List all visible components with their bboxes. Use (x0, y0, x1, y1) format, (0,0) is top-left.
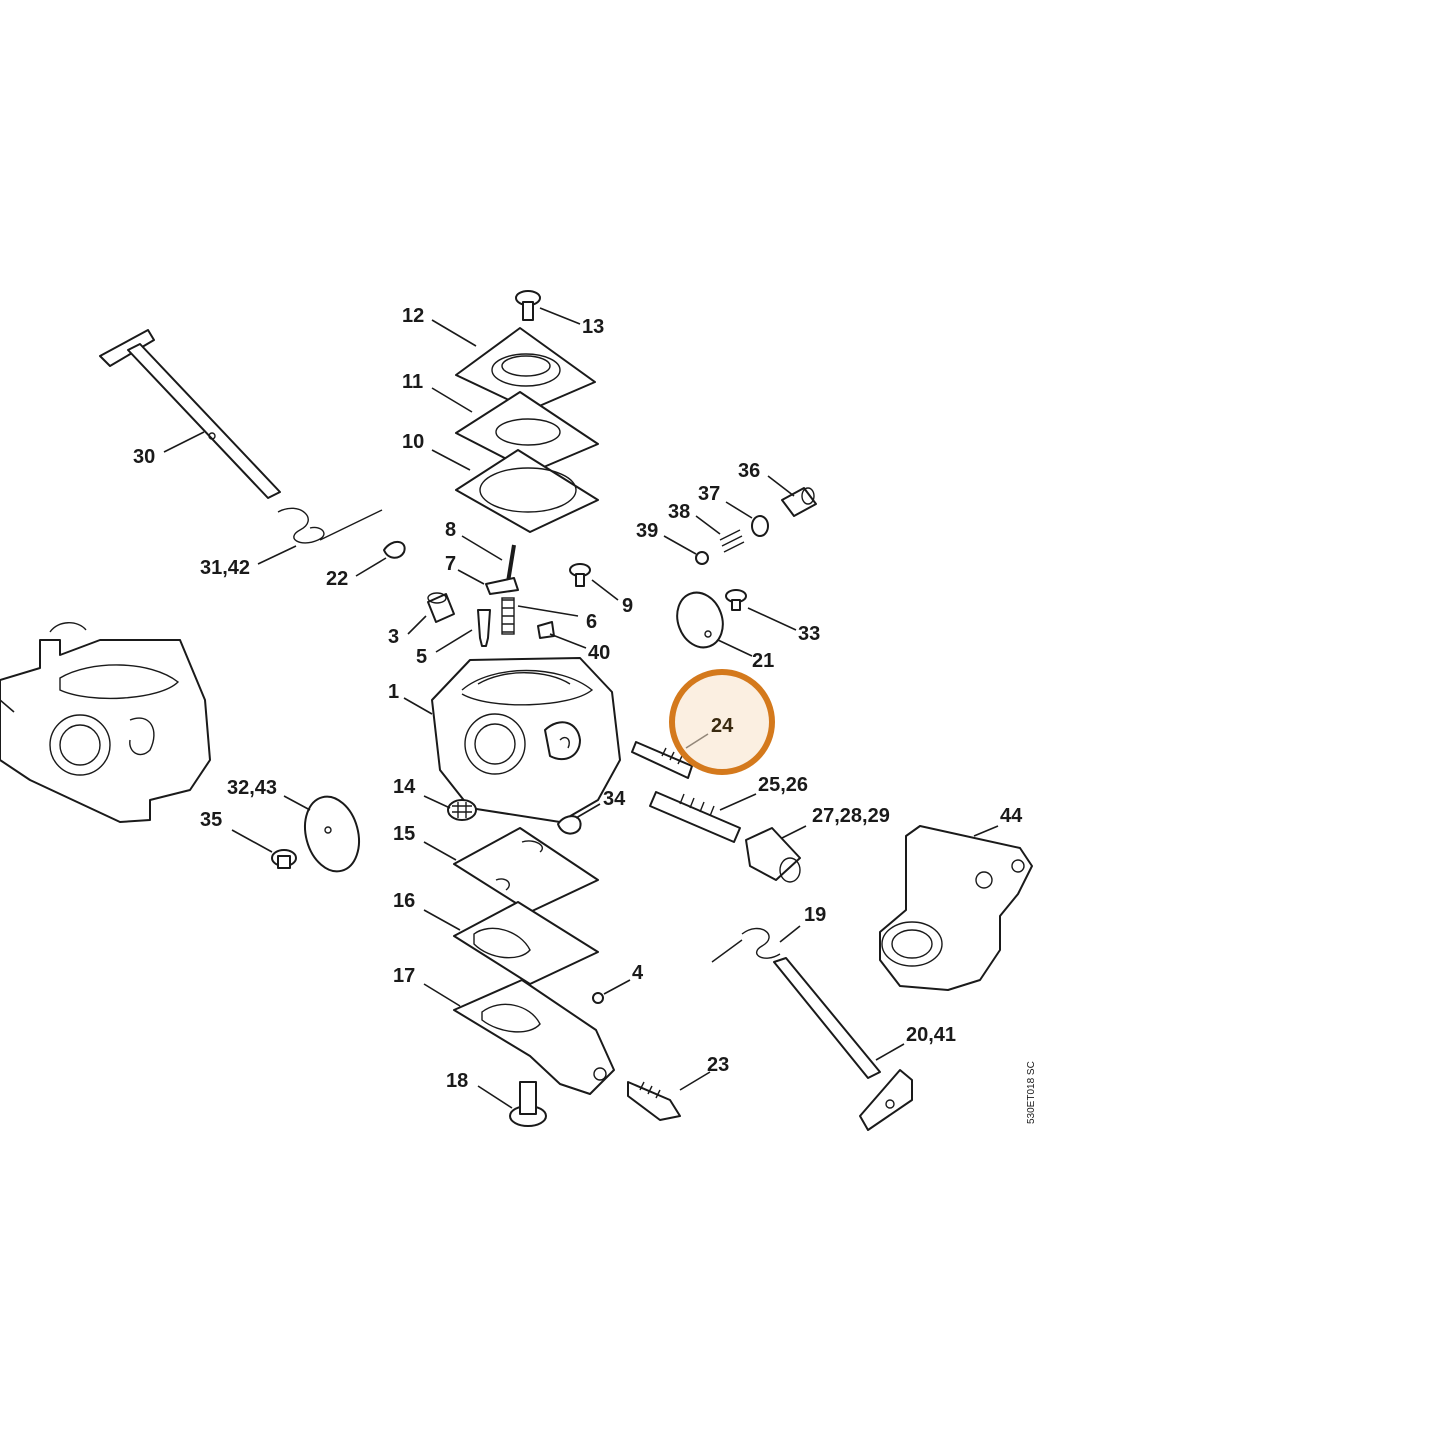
label-22[interactable]: 22 (326, 568, 348, 590)
part-labels: 12 13 11 10 30 36 37 38 39 8 7 9 31,42 2… (133, 305, 1023, 1092)
adjusting-screw-24 (631, 741, 693, 779)
carburetor-body (431, 657, 621, 823)
label-25-26[interactable]: 25,26 (758, 774, 808, 796)
label-17[interactable]: 17 (393, 965, 415, 987)
pin-8 (506, 544, 516, 583)
choke-shaft (99, 329, 281, 499)
label-36[interactable]: 36 (738, 460, 760, 482)
end-cover-17 (453, 979, 615, 1095)
plug-36 (781, 487, 817, 517)
label-1[interactable]: 1 (388, 681, 399, 703)
label-7[interactable]: 7 (445, 553, 456, 575)
screw-35 (271, 849, 297, 869)
label-16[interactable]: 16 (393, 890, 415, 912)
leader-lines (163, 307, 999, 1109)
label-39[interactable]: 39 (636, 520, 658, 542)
clip-34 (557, 815, 582, 835)
label-40[interactable]: 40 (588, 642, 610, 664)
label-5[interactable]: 5 (416, 646, 427, 668)
screw-23 (627, 1081, 681, 1121)
label-9[interactable]: 9 (622, 595, 633, 617)
strainer-14 (447, 799, 477, 821)
plug-40 (537, 621, 555, 639)
label-10[interactable]: 10 (402, 431, 424, 453)
spring-38 (719, 529, 745, 553)
gasket-15 (453, 827, 599, 913)
label-20-41[interactable]: 20,41 (906, 1024, 956, 1046)
screw-33 (725, 589, 747, 611)
label-27-28-29[interactable]: 27,28,29 (812, 805, 890, 827)
inlet-needle-5 (477, 609, 491, 647)
label-15[interactable]: 15 (393, 823, 415, 845)
label-18[interactable]: 18 (446, 1070, 468, 1092)
valve-39 (695, 551, 709, 565)
ball-4 (592, 992, 604, 1004)
lever-7 (485, 577, 519, 595)
label-38[interactable]: 38 (668, 501, 690, 523)
highlight-circle[interactable] (669, 669, 775, 775)
gasket (455, 449, 599, 533)
label-8[interactable]: 8 (445, 519, 456, 541)
label-4[interactable]: 4 (632, 962, 644, 984)
label-6[interactable]: 6 (586, 611, 597, 633)
label-21[interactable]: 21 (752, 650, 774, 672)
throttle-disc-21 (676, 591, 724, 649)
label-31-42[interactable]: 31,42 (200, 557, 250, 579)
label-19[interactable]: 19 (804, 904, 826, 926)
label-14[interactable]: 14 (393, 776, 416, 798)
label-12[interactable]: 12 (402, 305, 424, 327)
plug-3 (427, 592, 455, 623)
reference-code: 530ET018 SC (1026, 1061, 1037, 1124)
label-23[interactable]: 23 (707, 1054, 729, 1076)
label-30[interactable]: 30 (133, 446, 155, 468)
clip-22 (383, 541, 406, 559)
throttle-disc-32-43 (304, 795, 360, 873)
limiter-cap (745, 827, 801, 883)
label-37[interactable]: 37 (698, 483, 720, 505)
spring-19 (711, 927, 781, 963)
fillister-screw-13 (515, 290, 541, 321)
label-11[interactable]: 11 (402, 371, 423, 393)
diaphragm-16 (453, 901, 599, 985)
label-13[interactable]: 13 (582, 316, 604, 338)
label-44[interactable]: 44 (1000, 805, 1023, 827)
bracket-44 (879, 825, 1033, 991)
label-24[interactable]: 24 (711, 715, 734, 737)
torsion-spring (277, 507, 383, 544)
label-33[interactable]: 33 (798, 623, 820, 645)
screw-18 (509, 1081, 547, 1127)
screw-9 (569, 563, 591, 587)
label-35[interactable]: 35 (200, 809, 222, 831)
label-32-43[interactable]: 32,43 (227, 777, 277, 799)
o-ring-37 (751, 515, 769, 537)
label-34[interactable]: 34 (603, 788, 626, 810)
label-3[interactable]: 3 (388, 626, 399, 648)
adjusting-screw-25-26 (649, 791, 741, 843)
spring-6 (501, 597, 515, 635)
throttle-shaft-20-41 (773, 957, 913, 1131)
pump-cover (455, 327, 596, 411)
carburetor-body-left (0, 622, 211, 823)
